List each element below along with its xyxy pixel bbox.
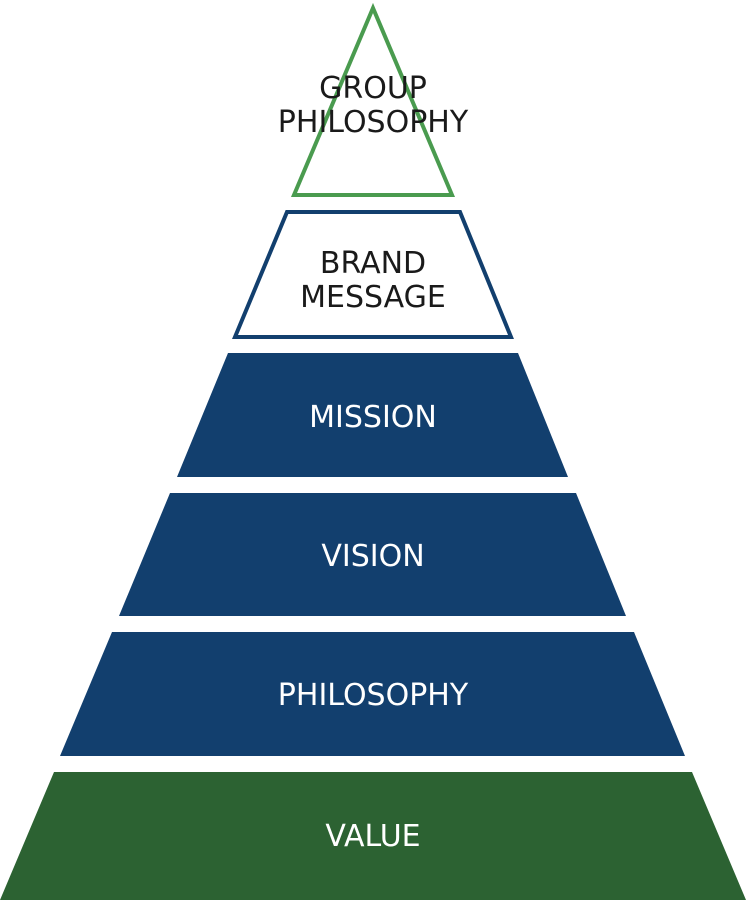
- tier-vision-label: VISION: [321, 539, 424, 574]
- tier-brand-message-label-line-1: BRAND: [320, 246, 426, 281]
- tier-mission-shape: [177, 353, 568, 477]
- tier-group-philosophy-label-line-1: GROUP: [319, 71, 427, 106]
- tier-philosophy-shape: [60, 632, 685, 756]
- tier-value: VALUE: [0, 772, 746, 900]
- tier-philosophy-label: PHILOSOPHY: [278, 678, 469, 713]
- tier-group-philosophy: GROUP PHILOSOPHY: [278, 2, 469, 197]
- tier-group-philosophy-shape: [290, 2, 456, 197]
- tier-value-label: VALUE: [325, 819, 420, 854]
- tier-brand-message-label-line-2: MESSAGE: [300, 280, 446, 315]
- tier-mission: MISSION: [177, 353, 568, 477]
- tier-philosophy: PHILOSOPHY: [60, 632, 685, 756]
- tier-group-philosophy-label-line-2: PHILOSOPHY: [278, 105, 469, 140]
- tier-mission-label: MISSION: [309, 400, 437, 435]
- tier-brand-message: BRAND MESSAGE: [232, 210, 514, 339]
- tier-vision: VISION: [119, 493, 626, 616]
- tier-vision-shape: [119, 493, 626, 616]
- tier-value-shape: [0, 772, 746, 900]
- tier-brand-message-shape: [232, 210, 514, 339]
